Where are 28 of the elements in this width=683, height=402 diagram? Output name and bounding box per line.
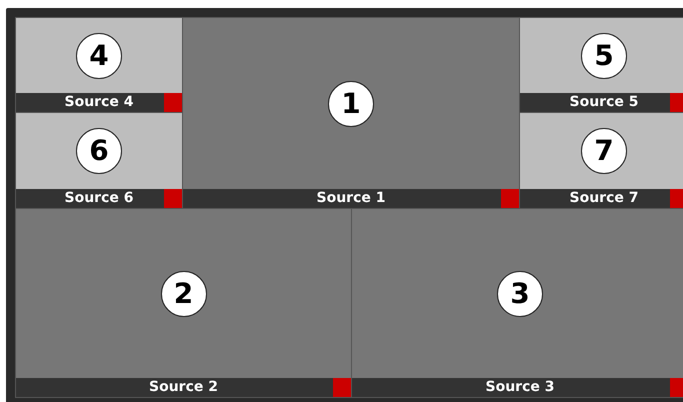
- source-label: Source 4: [64, 93, 134, 112]
- tile-number: 6: [89, 137, 109, 165]
- source-label: Source 2: [149, 378, 218, 397]
- tile-number: 7: [594, 137, 614, 165]
- tile-number: 4: [89, 42, 109, 70]
- tile-number: 1: [341, 90, 361, 118]
- number-circle: [160, 270, 206, 316]
- preview-video-tile: [520, 18, 683, 112]
- main-video-tile: [183, 18, 519, 208]
- preview-video-tile: [16, 113, 182, 208]
- number-circle: [328, 80, 374, 126]
- tile-number: 2: [174, 280, 194, 308]
- preview-video-tile: [520, 113, 683, 208]
- source-label: Source 7: [570, 189, 638, 208]
- number-circle: [581, 32, 627, 78]
- number-circle: [76, 128, 122, 174]
- number-circle: [76, 32, 122, 78]
- source-label: Source 1: [316, 189, 386, 208]
- tile-number: 3: [510, 280, 530, 308]
- preview-video-tile: [16, 18, 182, 112]
- number-circle: [497, 270, 543, 316]
- tile-number: 5: [594, 42, 614, 70]
- source-label: Source 6: [64, 189, 134, 208]
- main-video-tile: [352, 209, 683, 397]
- main-video-tile: [16, 209, 351, 397]
- source-label: Source 5: [570, 93, 638, 112]
- number-circle: [581, 128, 627, 174]
- source-label: Source 3: [486, 378, 554, 397]
